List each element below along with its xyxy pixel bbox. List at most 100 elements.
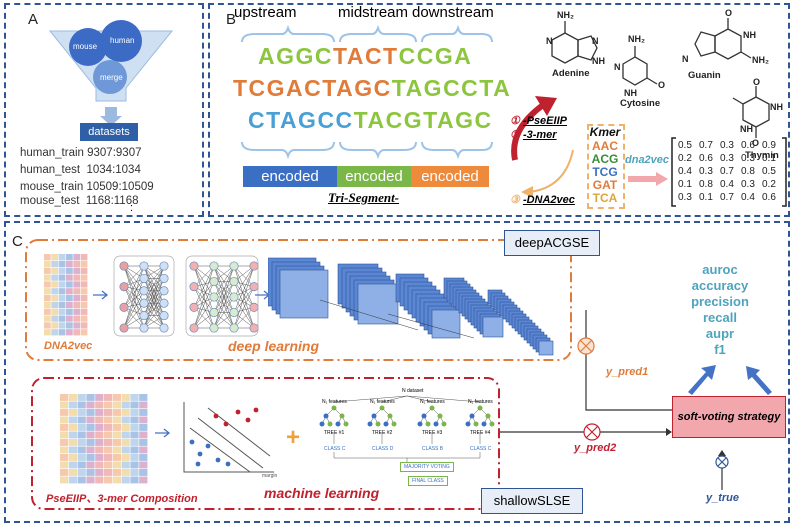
nn-edge [123,286,145,316]
heatmap-cell [77,446,86,454]
heatmap-cell [86,469,95,476]
heatmap-cell [77,454,86,461]
heatmap-cell [58,267,66,274]
svm-margin-label: margin [262,473,278,479]
heatmap-cell [77,439,86,446]
heatmap-cell [66,288,73,295]
neural-network [113,255,259,337]
nn-edge [143,278,165,329]
nn-node [139,323,149,333]
svm-point-red [223,421,229,427]
cnn-feature-map [431,309,461,339]
matrix-cell: 0.4 [678,166,692,177]
cnn-connector [319,299,419,331]
heatmap-cell [121,439,130,446]
heatmap-cell [60,431,69,439]
rf-node [489,421,495,427]
heatmap-cell [130,431,139,439]
rf-node [339,413,345,419]
heatmap-cell [51,288,59,295]
heatmap-cell [68,394,77,401]
nn-edge [123,303,145,329]
rf-features: N₁ features [468,399,493,405]
heatmap-cell [104,476,113,484]
mouse-circle [69,28,107,66]
heatmap-cell [68,416,77,424]
svm-point-red [235,409,241,415]
deep-learning-box [25,239,572,361]
adenine-name: Adenine [552,68,590,79]
rf-class: CLASS C [470,446,492,452]
rf-merge [333,452,481,462]
nn-edge [193,281,215,329]
nn-edge [123,265,145,287]
cytosine-nh: NH [624,88,637,98]
heatmap-cell [104,454,113,461]
panel-c: C [4,221,790,523]
thymin-nh: NH [770,102,783,112]
nn-edge [213,265,235,313]
heatmap-cell [112,394,121,401]
metrics-arrows [688,365,772,395]
y-pred2-label: y_pred2 [574,442,617,454]
heatmap-cell [112,469,121,476]
nn-edge [193,286,215,329]
heatmap-cell [68,409,77,416]
rf-node [367,421,373,427]
heatmap-cell [130,401,139,409]
seq-segment: CCGA [398,43,473,69]
human-circle [100,20,142,62]
guanin-ring [714,28,742,60]
nn-edge [233,265,255,287]
nn-node [209,307,219,318]
rf-node [375,421,381,427]
svm-point-red [213,413,219,419]
heatmap-cell [51,267,59,274]
heatmap-cell [44,254,51,261]
nn-edge [143,265,165,291]
matrix-cell: 0.7 [720,166,734,177]
heatmap-cell [112,439,121,446]
nn-node [159,273,169,283]
nn-group-box [185,255,259,337]
nn-edge [213,296,235,329]
heatmap-cell [130,476,139,484]
heatmap-cell [86,439,95,446]
seq-segment: TACGTAGC [353,107,493,133]
nn-node [229,307,239,318]
cnn-feature-map [279,269,329,319]
rf-tree: TREE #3 [422,430,443,436]
nn-edge [143,265,165,316]
matrix-cell: 0.4 [720,179,734,190]
step-number: ② [510,129,520,141]
heatmap-cell [95,469,104,476]
heatmap-cell [51,254,59,261]
nn-node [189,302,199,312]
heatmap-cell [104,424,113,431]
heatmap-cell [86,424,95,431]
seq-segment: CTAGCC [248,107,354,133]
metric-f1: f1 [714,342,726,357]
heatmap-cell [68,454,77,461]
plus-icon: + [286,424,301,451]
step-label: -3-mer [522,129,557,141]
rf-node [327,421,333,427]
encoded-block-upstream: encoded [243,166,337,187]
thymin-ring [742,96,770,128]
heatmap-cell [139,401,148,409]
random-forest [319,395,495,462]
heatmap-cell [139,394,148,401]
heatmap-cell [73,329,81,336]
encoded-block-downstream: encoded [411,166,489,187]
machine-learning-caption: machine learning [264,485,380,501]
heatmap-cell [66,254,73,261]
nn-edge [123,265,145,308]
nn-edge [233,296,255,329]
rf-node [383,421,389,427]
heatmap-cell [60,416,69,424]
heatmap-cell [104,409,113,416]
nn-node [229,292,239,302]
nn-node [159,261,169,271]
